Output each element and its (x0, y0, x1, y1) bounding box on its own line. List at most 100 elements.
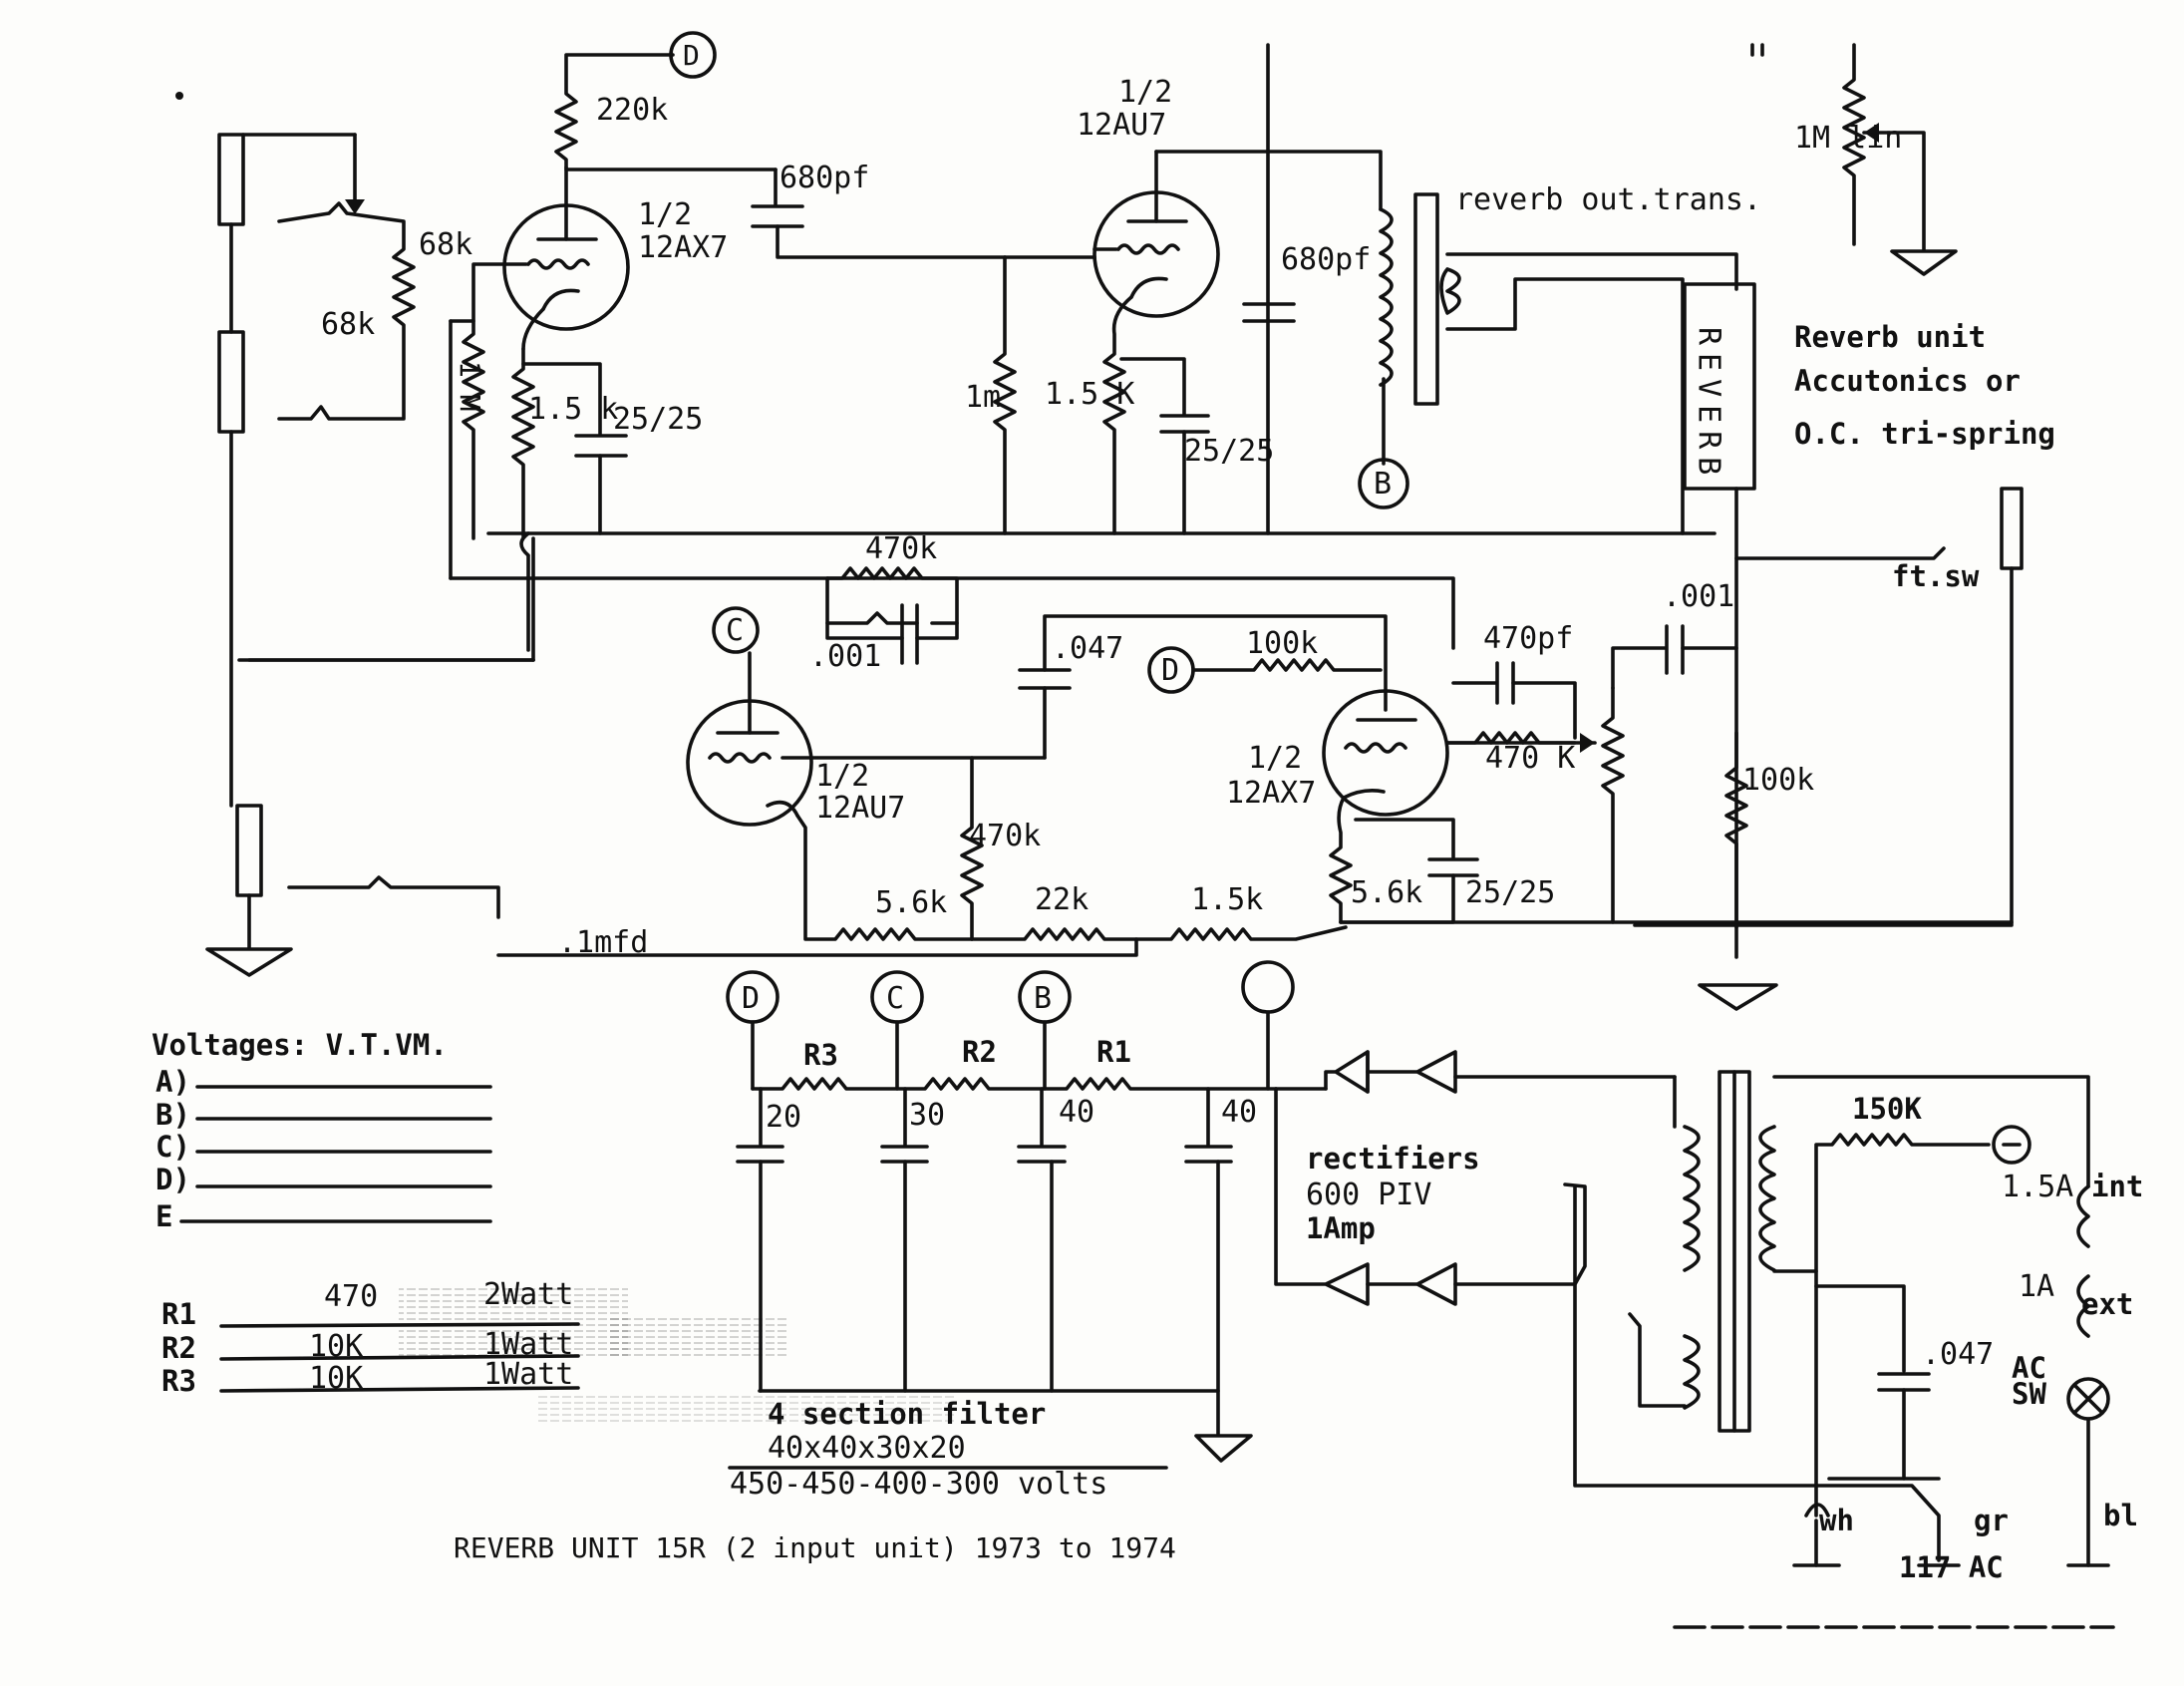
table-r1-watt: 2Watt (483, 1277, 573, 1312)
r-68k-b-label: 68k (321, 307, 375, 342)
mains-label: 117 AC (1899, 1550, 2004, 1584)
bl-label: bl (2103, 1499, 2138, 1532)
r-470k-fb-label: 470k (865, 531, 937, 566)
table-r3-name: R3 (161, 1364, 196, 1398)
int-label: int (2091, 1170, 2143, 1203)
r3-label: R3 (803, 1038, 838, 1072)
c-001-out-label: .001 (1663, 579, 1734, 614)
c-047-ps-label: .047 (1922, 1337, 1994, 1372)
wh-label: wh (1819, 1504, 1854, 1537)
reverb-note-2: Accutonics or (1794, 364, 2021, 398)
r-100k-b-label: 100k (1742, 763, 1814, 798)
r-1-5k-b-label: 1.5 K (1045, 377, 1134, 412)
v1-half-label: 1/2 (638, 197, 692, 232)
rectifiers-label-2: 600 PIV (1306, 1178, 1431, 1212)
r-1-5k-c-label: 1.5k (1191, 882, 1263, 917)
ac-sw-label-1: AC (2012, 1351, 2046, 1385)
c-470pf-label: 470pf (1483, 621, 1573, 656)
pot-1m-label: 1M lin (1794, 121, 1902, 156)
ac-sw-label-2: SW (2012, 1377, 2046, 1411)
reverb-note-1: Reverb unit (1794, 320, 1986, 354)
reverb-tank-label: REVERB (1692, 327, 1726, 483)
node-b-top-label: B (1374, 467, 1392, 502)
gr-label: gr (1974, 1504, 2009, 1537)
copy-smudges (175, 92, 957, 1426)
c-1mfd-label: .1mfd (558, 925, 648, 960)
r-470k-b-label: 470 K (1485, 741, 1575, 776)
r-220k-label: 220k (596, 93, 668, 128)
fuse-1a-label: 1A (2019, 1269, 2054, 1304)
v4-type-label: 12AX7 (1226, 776, 1316, 811)
footer-title: REVERB UNIT 15R (2 input unit) 1973 to 1… (454, 1531, 1176, 1564)
voltage-row-a: A) (156, 1065, 190, 1099)
r-150k-label: 150K (1852, 1092, 1922, 1126)
v2-half-label: 1/2 (1118, 75, 1172, 110)
rectifiers-label-1: rectifiers (1306, 1142, 1480, 1176)
tube-v1 (502, 166, 630, 351)
tube-v2 (1092, 150, 1220, 318)
r-5-6k-a-label: 5.6k (875, 885, 947, 920)
filter-label-1: 4 section filter (768, 1397, 1046, 1431)
c-680pf-a-label: 680pf (780, 161, 869, 195)
node-d-top (669, 31, 717, 79)
power-supply (726, 960, 2110, 1567)
node-d-top-label: D (683, 39, 700, 72)
node-c-ps-label: C (886, 981, 904, 1016)
c-047-label: .047 (1052, 631, 1123, 666)
voltage-row-c: C) (156, 1130, 190, 1164)
voltage-row-b: B) (156, 1098, 190, 1132)
voltage-row-d: D) (156, 1163, 190, 1196)
cap-val-4: 40 (1221, 1095, 1257, 1130)
input-jacks (205, 133, 535, 977)
c-680pf-b-label: 680pf (1281, 242, 1371, 277)
r-68k-a-label: 68k (419, 227, 472, 262)
ext-label: ext (2081, 1287, 2133, 1321)
c-25-25-b-label: 25/25 (1184, 434, 1274, 469)
v2-type-label: 12AU7 (1077, 108, 1166, 143)
node-c-mid-label: C (726, 613, 744, 648)
table-r3-value: 10K (309, 1361, 363, 1396)
table-r2-watt: 1Watt (483, 1327, 573, 1362)
r2-label: R2 (962, 1035, 997, 1069)
r-1m-v-label: 1 M (454, 361, 486, 412)
cap-val-2: 30 (909, 1098, 945, 1133)
resistor-table-lines (219, 1322, 580, 1393)
reverb-output-transformer (1358, 192, 1738, 535)
fuse-1-5a-label: 1.5A (2002, 1170, 2073, 1204)
v1-type-label: 12AX7 (638, 230, 728, 265)
r-5-6k-b-label: 5.6k (1351, 875, 1422, 910)
node-d-mid-label: D (1161, 653, 1179, 688)
reverb-note-3: O.C. tri-spring (1794, 417, 2055, 451)
r-1m-b-label: 1m (965, 380, 1001, 415)
table-r2-value: 10K (309, 1329, 363, 1364)
voltages-title: Voltages: V.T.VM. (152, 1028, 448, 1062)
v4-half-label: 1/2 (1248, 741, 1302, 776)
node-d-ps-label: D (742, 981, 760, 1016)
r1-label: R1 (1096, 1035, 1131, 1069)
r-470k-grid-label: 470k (969, 819, 1041, 853)
node-b-ps-label: B (1034, 981, 1052, 1016)
c-001-fb-label: .001 (809, 639, 881, 674)
r-100k-a-label: 100k (1246, 626, 1318, 661)
filter-label-3: 450-450-400-300 volts (730, 1467, 1107, 1502)
rectifiers-label-3: 1Amp (1306, 1211, 1376, 1245)
trans-label: reverb out.trans. (1455, 182, 1761, 217)
r-22k-label: 22k (1035, 882, 1089, 917)
c-25-25-c-label: 25/25 (1465, 875, 1555, 910)
cap-val-1: 20 (766, 1100, 801, 1135)
cap-val-3: 40 (1059, 1095, 1094, 1130)
filter-label-2: 40x40x30x20 (768, 1431, 966, 1466)
table-r1-name: R1 (161, 1297, 196, 1331)
volume-pot (1842, 43, 1958, 276)
r-1-5k-a-label: 1.5 k (528, 392, 618, 427)
ft-sw-label: ft.sw (1892, 559, 1980, 593)
tube-v3 (686, 651, 1047, 827)
reverb-tank (1683, 282, 1756, 491)
v3-type-label: 12AU7 (815, 791, 905, 826)
v3-half-label: 1/2 (815, 759, 869, 794)
table-r2-name: R2 (161, 1331, 196, 1365)
table-r3-watt: 1Watt (483, 1357, 573, 1392)
table-r1-value: 470 (324, 1279, 378, 1314)
